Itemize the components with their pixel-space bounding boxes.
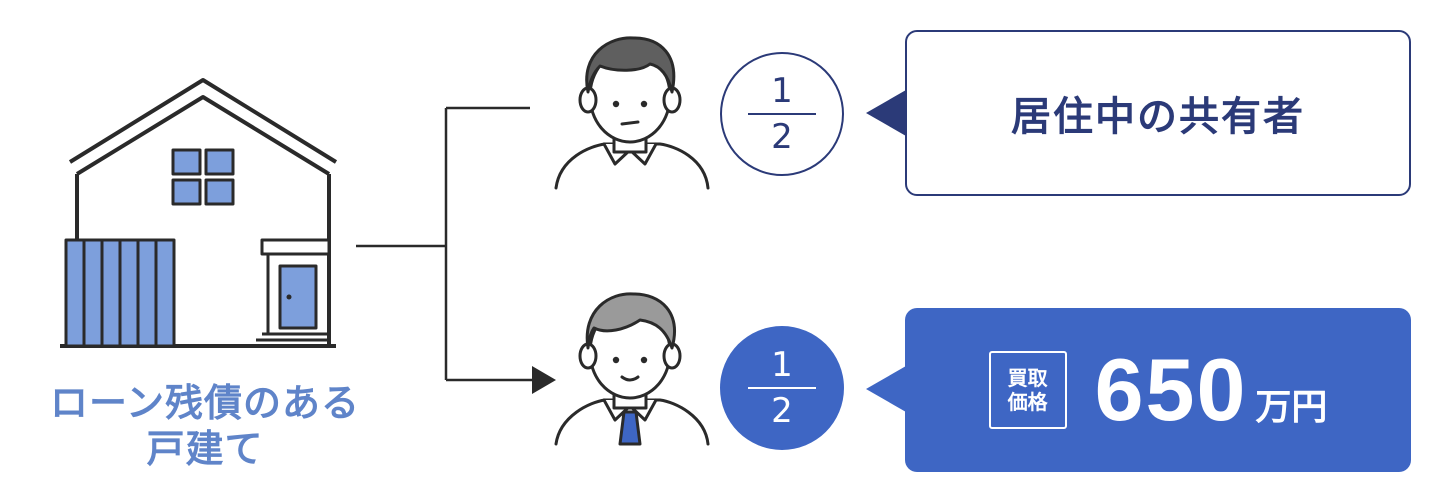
fraction-numerator: 1 [771, 345, 793, 385]
purchase-price-value: 650 [1094, 340, 1248, 439]
callout-pointer-bottom [866, 366, 906, 412]
connector-lines [356, 106, 532, 382]
house-label: ローン残債のある 戸建て [10, 380, 400, 472]
share-fraction-buyer: 1 2 [720, 326, 844, 450]
fraction-denominator: 2 [771, 391, 793, 431]
fraction-bar [748, 113, 816, 115]
house-icon [60, 78, 338, 348]
fraction-denominator: 2 [771, 117, 793, 157]
house-label-line2: 戸建て [146, 427, 264, 471]
purchase-price-badge: 買取 価格 [988, 351, 1067, 429]
house-label-line1: ローン残債のある [49, 381, 361, 425]
share-fraction-resident: 1 2 [720, 52, 844, 176]
person-resident-icon [554, 36, 710, 190]
badge-line1: 買取 [1007, 366, 1048, 390]
person-buyer-icon [554, 292, 710, 446]
purchase-price-unit: 万円 [1255, 387, 1328, 428]
callout-pointer-top [866, 90, 906, 136]
purchase-price-box: 買取 価格 650 万円 [905, 308, 1411, 472]
fraction-numerator: 1 [771, 71, 793, 111]
arrow-head-icon [532, 366, 556, 394]
resident-role-box: 居住中の共有者 [905, 30, 1411, 196]
badge-line2: 価格 [1007, 390, 1048, 414]
resident-role-label: 居住中の共有者 [1011, 94, 1305, 140]
fraction-bar [748, 387, 816, 389]
